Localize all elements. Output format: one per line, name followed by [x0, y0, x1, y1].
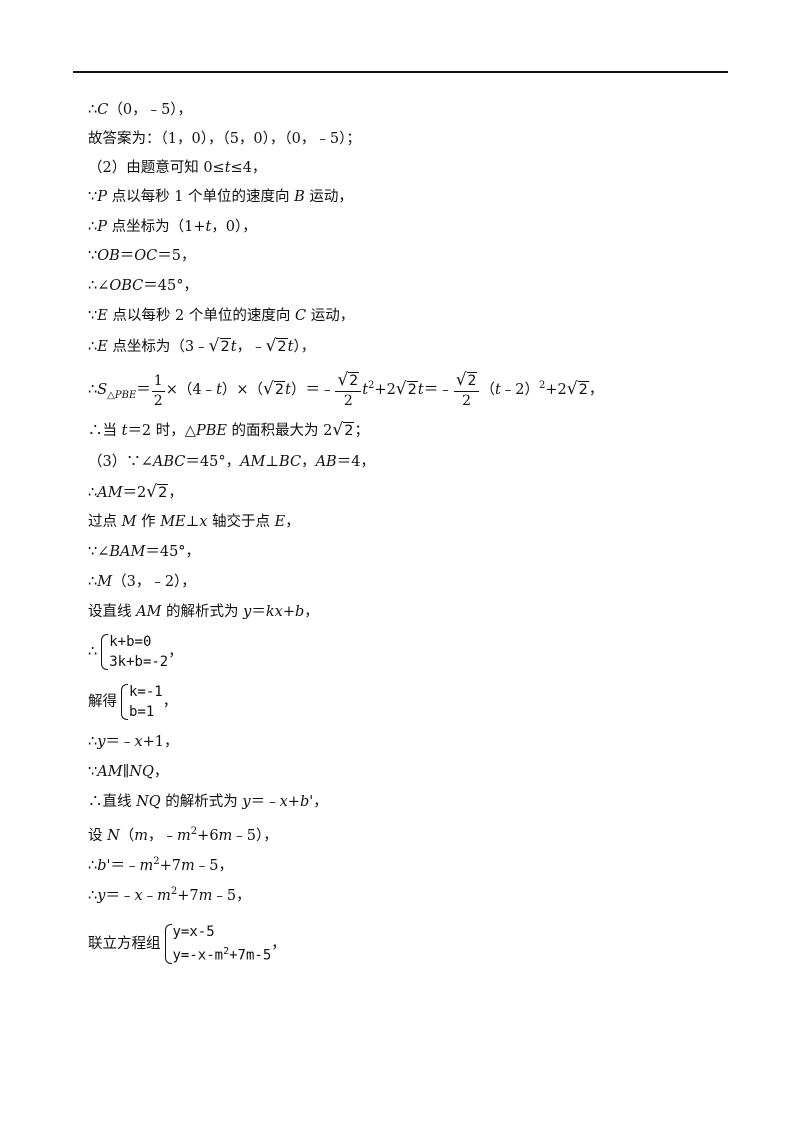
line-20: ∴y＝﹣x+1，	[88, 734, 179, 750]
line-15: ∵∠BAM＝45°，	[88, 544, 201, 560]
line-16: ∴M（3，﹣2），	[88, 574, 196, 590]
header-rule	[73, 71, 728, 73]
line-21: ∵AM∥NQ，	[88, 764, 169, 780]
line-6: ∵OB＝OC＝5，	[88, 248, 196, 264]
line-25: ∴y＝﹣x﹣m2+7m﹣5，	[88, 886, 251, 904]
line-12: （3）∵∠ABC＝45°，AM⊥BC，AB＝4，	[88, 454, 375, 470]
line-11: ∴当 t＝2 时，△PBE 的面积最大为 2√2；	[88, 420, 369, 440]
line-9: ∴E 点坐标为（3﹣√2t，﹣√2t），	[88, 336, 316, 356]
line-4: ∵P 点以每秒 1 个单位的速度向 B 运动，	[88, 189, 353, 205]
line-17: 设直线 AM 的解析式为 y＝kx+b，	[88, 604, 319, 620]
line-24: ∴b'＝﹣m2+7m﹣5，	[88, 856, 234, 874]
line-1: ∴C（0，﹣5），	[88, 102, 193, 118]
line-7: ∴∠OBC＝45°，	[88, 278, 198, 294]
line-8: ∵E 点以每秒 2 个单位的速度向 C 运动，	[88, 308, 355, 324]
line-23: 设 N（m，﹣m2+6m﹣5），	[88, 826, 278, 844]
line-14: 过点 M 作 ME⊥x 轴交于点 E，	[88, 514, 300, 530]
line-2: 故答案为：（1，0），（5，0），（0，﹣5）；	[88, 131, 361, 147]
line-22: ∴直线 NQ 的解析式为 y＝﹣x+b'，	[88, 794, 328, 810]
line-13: ∴AM＝2√2，	[88, 482, 183, 502]
line-5: ∴P 点坐标为（1+t，0），	[88, 219, 257, 235]
line-3: （2）由题意可知 0≤t≤4，	[88, 160, 267, 176]
